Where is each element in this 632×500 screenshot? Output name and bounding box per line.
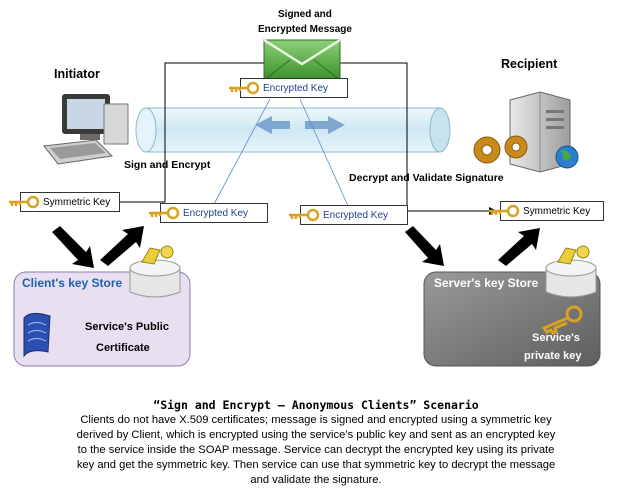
message-title-line1: Signed and <box>278 9 332 20</box>
recipient-label: Recipient <box>501 57 558 71</box>
gears-icon <box>473 135 528 164</box>
caption-line-4: key and get the symmetric key. Then serv… <box>76 459 556 471</box>
client-store-item-line2: Certificate <box>96 342 150 354</box>
envelope-icon <box>263 38 341 81</box>
key-icon <box>289 208 320 222</box>
key-label: Symmetric Key <box>43 196 111 208</box>
server-encrypted-key: Encrypted Key <box>289 205 408 225</box>
client-symmetric-key: Symmetric Key <box>9 192 120 212</box>
encrypted-key-links <box>212 98 349 207</box>
server-symmetric-key: Symmetric Key <box>489 201 604 221</box>
client-store-title: Client's key Store <box>22 276 123 290</box>
key-icon <box>149 206 180 220</box>
message-title-line2: Encrypted Message <box>258 24 352 35</box>
initiator-label: Initiator <box>54 67 100 81</box>
key-icon <box>9 195 40 209</box>
key-label: Encrypted Key <box>263 82 329 94</box>
caption-title: “Sign and Encrypt – Anonymous Clients” S… <box>153 398 479 412</box>
database-icon <box>545 245 597 298</box>
database-icon <box>129 245 181 298</box>
key-icon <box>229 81 260 95</box>
bidirectional-arrow-icon <box>255 116 345 134</box>
server-store-item-line2: private key <box>524 350 582 362</box>
key-label: Encrypted Key <box>183 207 249 219</box>
client-encrypted-key: Encrypted Key <box>149 203 268 223</box>
key-icon <box>489 204 520 218</box>
sign-encrypt-label: Sign and Encrypt <box>124 159 211 171</box>
message-encrypted-key: Encrypted Key <box>229 78 348 98</box>
server-store-title: Server's key Store <box>434 276 539 290</box>
globe-icon <box>555 145 579 169</box>
caption-line-2: derived by Client, which is encrypted us… <box>76 429 556 441</box>
key-icon <box>541 305 583 336</box>
caption-line-5: and validate the signature. <box>250 474 382 486</box>
key-label: Symmetric Key <box>523 205 591 217</box>
computer-icon <box>43 94 129 165</box>
flow-arrows <box>52 226 540 268</box>
certificate-icon <box>23 312 51 358</box>
decrypt-validate-label: Decrypt and Validate Signature <box>349 172 504 184</box>
server-store-item-line1: Service's <box>532 332 580 344</box>
connector-lines <box>115 62 497 215</box>
caption-line-3: to the service inside the SOAP message. … <box>77 444 555 456</box>
channel-pipe <box>135 107 451 153</box>
client-store-item-line1: Service's Public <box>85 321 169 333</box>
key-label: Encrypted Key <box>323 209 389 221</box>
caption-line-1: Clients do not have X.509 certificates; … <box>80 414 552 426</box>
